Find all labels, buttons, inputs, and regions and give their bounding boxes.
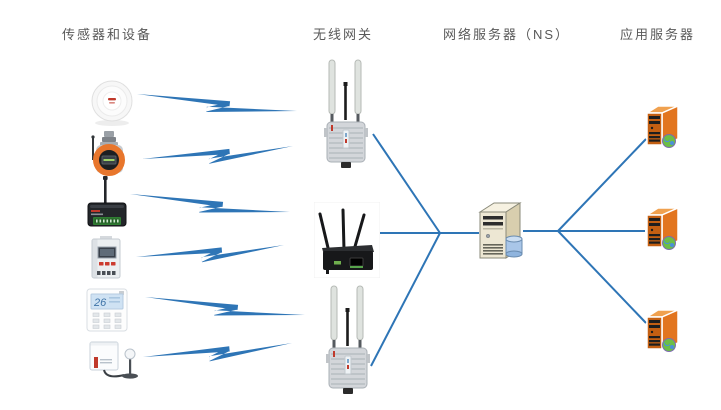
wired-link-line [557,138,647,232]
rtu-datalogger-icon [87,176,127,227]
thermostat-icon: 26 [86,288,128,332]
wired-link-line [372,133,441,234]
device-gas-detector [86,130,130,178]
wired-link-line [370,232,441,367]
gateway-outdoor-top [324,58,368,168]
outdoor-gateway-icon [326,285,370,394]
wireless-link-bolt-icon [145,297,305,316]
device-thermostat: 26 [86,288,128,332]
device-smoke-detector [88,76,136,130]
device-wall-sensor-probe [88,336,142,382]
device-din-meter [88,236,124,282]
app-server-2 [644,205,682,251]
wireless-link-bolt-icon [137,94,297,112]
app-server-globe-icon [644,206,679,250]
heading-gateways: 无线网关 [313,27,374,42]
app-server-1 [644,103,682,149]
wireless-link-bolt-icon [143,343,292,362]
gateway-indoor-router [314,202,380,278]
wired-link-line [557,230,647,324]
heading-app-servers: 应用服务器 [620,27,696,42]
gas-detector-icon [91,131,125,176]
app-server-3 [644,307,682,353]
wall-sensor-probe-icon [89,341,138,379]
indoor-router-icon [314,202,380,278]
outdoor-gateway-icon [324,59,368,168]
wireless-link-bolt-icon [136,245,284,263]
wireless-link-bolt-icon [130,194,290,213]
heading-sensors: 传感器和设备 [62,27,153,42]
smoke-detector-icon [91,80,133,126]
thermostat-display: 26 [93,297,107,309]
app-server-globe-icon [644,104,679,148]
gateway-outdoor-bottom [326,284,370,394]
heading-network-server: 网络服务器（NS） [443,27,571,42]
database-server-icon [478,202,523,259]
device-rtu-datalogger [86,176,128,232]
network-server [476,196,528,262]
wireless-link-bolt-icon [142,146,293,164]
din-rail-meter-icon [91,236,121,279]
app-server-globe-icon [644,308,679,352]
